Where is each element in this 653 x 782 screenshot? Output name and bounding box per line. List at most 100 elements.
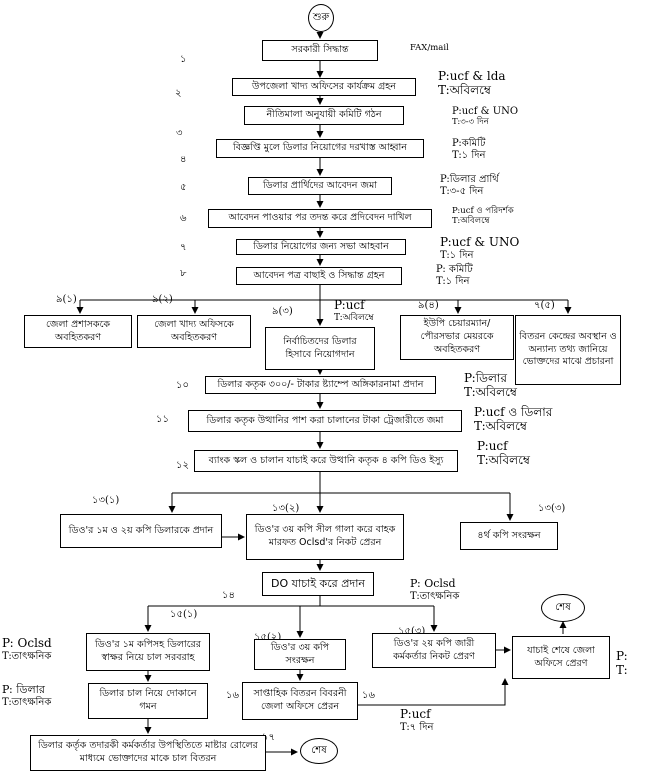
committee-box: নীতিমালা অনুযায়ী কমিটি গঠন [244,106,404,125]
step-5-time: T:৩-৫ দিন [440,185,484,197]
step-12-box: ব্যাংক স্কল ও চালান যাচাই করে উত্থানি কত… [194,450,458,472]
verify-district-box: যাচাই শেষে জেলা অফিসে প্রেরণ [512,636,610,679]
step-9-3-number: ৯(৩) [272,306,293,317]
step-15-2-number: ১৫(২) [254,632,282,643]
step-12-person: P:ucf [477,439,508,453]
step-5-responsibility: P:ডিলার প্রার্থি T:৩-৫ দিন [440,174,499,197]
dealer-shop-time: T:তাৎক্ষনিক [2,696,52,708]
fax-note: FAX/mail [410,43,449,53]
step-8-time: T:১ দিন [436,275,470,287]
step-3-number: ৩ [176,128,183,139]
step-15-1-box: ডিও'র ১ম কপিসহ ডিলারের স্বাক্ষর নিয়ে চা… [86,633,210,671]
committee-time: T:৩-৩ দিন [452,116,489,127]
step-2-time: T:অবিলম্বে [438,82,491,97]
step-12-time: T:অবিলম্বে [477,452,530,467]
step-9-2-number: ৯(২) [152,294,173,305]
step-15-1-person: P: Oclsd [2,636,52,650]
step-11-person: P:ucf ও ডিলার [474,405,553,419]
step-13-2-box: ডিও'র ৩য় কপি সীল গালা করে বাহক মারফত Oc… [246,514,404,560]
step-2-person: P:ucf & lda [438,69,506,83]
step-9-4-number: ৯(৪) [418,300,439,311]
step-2-responsibility: P:ucf & lda T:অবিলম্বে [438,69,506,98]
step-9-2-box: জেলা খাদ্য অফিসকে অবহিতকরণ [137,315,251,348]
start-node: শুরু [308,4,334,32]
step-7-person: P:ucf & UNO [440,235,520,249]
committee-responsibility: P:ucf & UNO T:৩-৩ দিন [452,106,518,127]
step-15-1-number: ১৫(১) [170,609,198,620]
step-1-box: সরকারী সিদ্ধান্ত [262,40,378,61]
step-15-3-box: ডিও'র ২য় কপি জারী কর্মকর্তার নিকট প্রের… [372,633,496,668]
step-7-box: ডিলার নিয়োগের জন্য সভা আহবান [236,239,406,255]
step-17-box: ডিলার কর্তৃক তদারকী কর্মকর্তার উপস্থিতিত… [30,735,266,771]
step-10-box: ডিলার কতৃক ৩০০/- টাকার ষ্ট্যাম্পে অঙ্গিক… [205,376,436,394]
step-13-3-box: ৪র্থ কপি সংরক্ষন [460,522,558,550]
dealer-shop-person: P: ডিলার [2,683,45,696]
committee-person: P:ucf & UNO [452,106,519,117]
step-9-4-box: ইউপি চেয়ারম্যান/ পৌরসভার মেয়রকে অবহিতক… [400,315,514,360]
step-8-person: P: কমিটি [436,264,473,275]
step-9-3-time: T:অবিলম্বে [334,312,374,323]
step-7-time: T:১ দিন [440,249,474,261]
step-14-number: ১৪ [222,590,235,601]
step-12-number: ১২ [176,460,189,471]
step-8-responsibility: P: কমিটি T:১ দিন [436,264,473,287]
step-8-number: ৮ [180,268,187,279]
step-9-1-number: ৯(১) [56,294,77,305]
step-16-box: সাপ্তাহিক বিতরন বিবরনী জেলা অফিসে প্রেরন [242,682,358,720]
step-15-2-box: ডিও'র ৩য় কপি সংরক্ষন [254,639,346,670]
step-7-5-number: ৭(৫) [534,300,555,311]
step-4-box: বিজ্ঞপ্তি মুলে ডিলার নিয়োগের দরখাস্ত আহ… [216,139,424,158]
step-6-person: P:ucf ও পরিদর্শক [452,206,514,216]
step-14-box: DO যাচাই করে প্রদান [262,572,374,596]
step-16-person: P:ucf [400,707,431,721]
step-11-time: T:অবিলম্বে [474,418,527,433]
step-9-3-person: P:ucf [334,298,365,312]
step-11-responsibility: P:ucf ও ডিলার T:অবিলম্বে [474,405,553,434]
step-4-number: ৪ [180,154,187,165]
verify-responsibility: P: T: [616,649,628,678]
step-15-1-responsibility: P: Oclsd T:তাৎক্ষনিক [2,636,52,662]
step-1-number: ১ [180,54,187,65]
step-15-1-time: T:তাৎক্ষনিক [2,650,52,662]
step-15-3-number: ১৫(৩) [398,626,426,637]
step-10-number: ১০ [176,380,189,391]
step-13-1-box: ডিও'র ১ম ও ২য় কপি ডিলারকে প্রদান [60,514,222,548]
step-8-box: আবেদন পত্র বাছাই ও সিদ্ধান্ত গ্রহন [236,267,402,285]
step-9-3-box: নির্বাচিতদের ডিলার হিসাবে নিয়োগদান [265,327,375,370]
step-5-person: P:ডিলার প্রার্থি [440,174,499,185]
dealer-shop-responsibility: P: ডিলার T:তাৎক্ষনিক [2,683,52,708]
step-5-number: ৫ [180,182,187,193]
step-14-responsibility: P: Oclsd T:তাৎক্ষনিক [410,577,460,602]
step-13-1-number: ১৩(১) [92,495,120,506]
step-9-3-responsibility: P:ucf T:অবিলম্বে [334,298,374,323]
step-14-time: T:তাৎক্ষনিক [410,590,460,602]
step-5-box: ডিলার প্রার্থিদের আবেদন জমা [248,177,392,195]
end-node-bottom: শেষ [300,738,338,764]
step-6-time: T:অবিলম্বে [452,215,490,226]
verify-time: T: [616,662,628,677]
step-16-responsibility: P:ucf T:৭ দিন [400,707,434,733]
step-2-number: ২ [175,88,182,99]
step-6-number: ৬ [180,213,187,224]
step-4-time: T:১ দিন [452,149,486,161]
step-4-responsibility: P:কমিটি T:১ দিন [452,138,485,161]
step-6-box: আবেদন পাওয়ার পর তদন্ত করে প্রদিবেদন দাখ… [208,209,432,228]
step-16-number: ১৬ [226,690,239,701]
step-13-3-number: ১৩(৩) [538,503,566,514]
step-10-responsibility: P:ডিলার T:অবিলম্বে [464,371,517,400]
step-11-number: ১১ [156,414,169,425]
dealer-shop-box: ডিলার চাল নিয়ে দোকানে গমন [88,683,208,719]
step-14-person: P: Oclsd [410,577,456,590]
step-6-responsibility: P:ucf ও পরিদর্শক T:অবিলম্বে [452,206,514,227]
step-13-2-number: ১৩(২) [272,503,300,514]
step-10-time: T:অবিলম্বে [464,384,517,399]
step-4-person: P:কমিটি [452,138,486,149]
end-node-top: শেষ [541,594,585,622]
step-7-5-box: বিতরন কেন্দ্রের অবস্থান ও অন্যান্য তথ্য … [515,315,621,385]
step-11-box: ডিলার কতৃক উত্থানির পাশ করা চালানের টাকা… [188,410,462,432]
step-2-box: উপজেলা খাদ্য অফিসের কার্যক্রম গ্রহন [232,78,416,96]
step-16-time: T:৭ দিন [400,721,434,733]
step-17-number: ১৭ [262,732,275,743]
step-7-number: ৭ [180,242,187,253]
